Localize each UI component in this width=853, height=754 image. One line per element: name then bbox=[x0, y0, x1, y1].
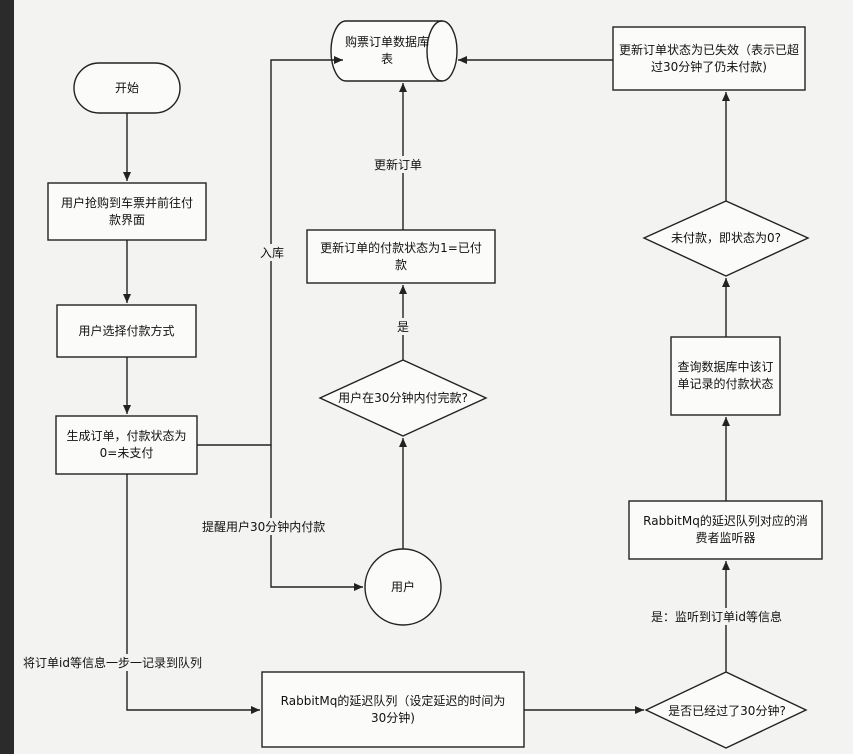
unpaid-check-node: 未付款，即状态为0? bbox=[670, 230, 781, 245]
delay-queue-node: RabbitMq的延迟队列（设定延迟的时间为30分钟) bbox=[280, 693, 506, 725]
passed-30-node: 是否已经过了30分钟? bbox=[668, 703, 786, 718]
choose-payment-node: 用户选择付款方式 bbox=[78, 323, 175, 338]
edge-label-listen: 是：监听到订单id等信息 bbox=[650, 608, 783, 625]
edge-label-store: 入库 bbox=[259, 244, 286, 261]
edge-label-yes: 是 bbox=[396, 318, 411, 335]
consumer-shape bbox=[628, 500, 823, 560]
update-paid-node: 更新订单的付款状态为1=已付款 bbox=[320, 240, 482, 272]
edge-label-remind: 提醒用户30分钟内付款 bbox=[201, 518, 327, 535]
paid-in-30-shape bbox=[318, 359, 488, 437]
query-db-shape bbox=[670, 336, 781, 416]
edge-create-user bbox=[270, 445, 363, 591]
query-db-node: 查询数据库中该订单记录的付款状态 bbox=[677, 360, 774, 391]
edge-label-record-queue: 将订单id等信息一步一记录到队列 bbox=[22, 654, 203, 671]
unpaid-check-shape bbox=[642, 200, 810, 277]
delay-queue-shape bbox=[261, 671, 525, 748]
edge-label-update-order: 更新订单 bbox=[373, 156, 424, 173]
grab-ticket-node: 用户抢购到车票并前往付款界面 bbox=[60, 195, 193, 227]
edge-create-delayqueue bbox=[126, 474, 260, 714]
start-node: 开始 bbox=[114, 80, 139, 95]
mark-expired-shape bbox=[612, 26, 806, 91]
db-node: 购票订单数据库表 bbox=[344, 35, 429, 66]
passed-30-shape bbox=[644, 671, 808, 749]
paid-in-30-node: 用户在30分钟内付完款? bbox=[338, 390, 468, 405]
user-node: 用户 bbox=[390, 579, 415, 594]
mark-expired-node: 更新订单状态为已失效（表示已超过30分钟了仍未付款) bbox=[619, 42, 800, 74]
consumer-node: RabbitMq的延迟队列对应的消费者监听器 bbox=[643, 514, 808, 545]
update-paid-shape bbox=[306, 229, 496, 284]
create-order-node: 生成订单，付款状态为0=未支付 bbox=[66, 429, 187, 460]
choose-payment-shape bbox=[56, 304, 197, 358]
